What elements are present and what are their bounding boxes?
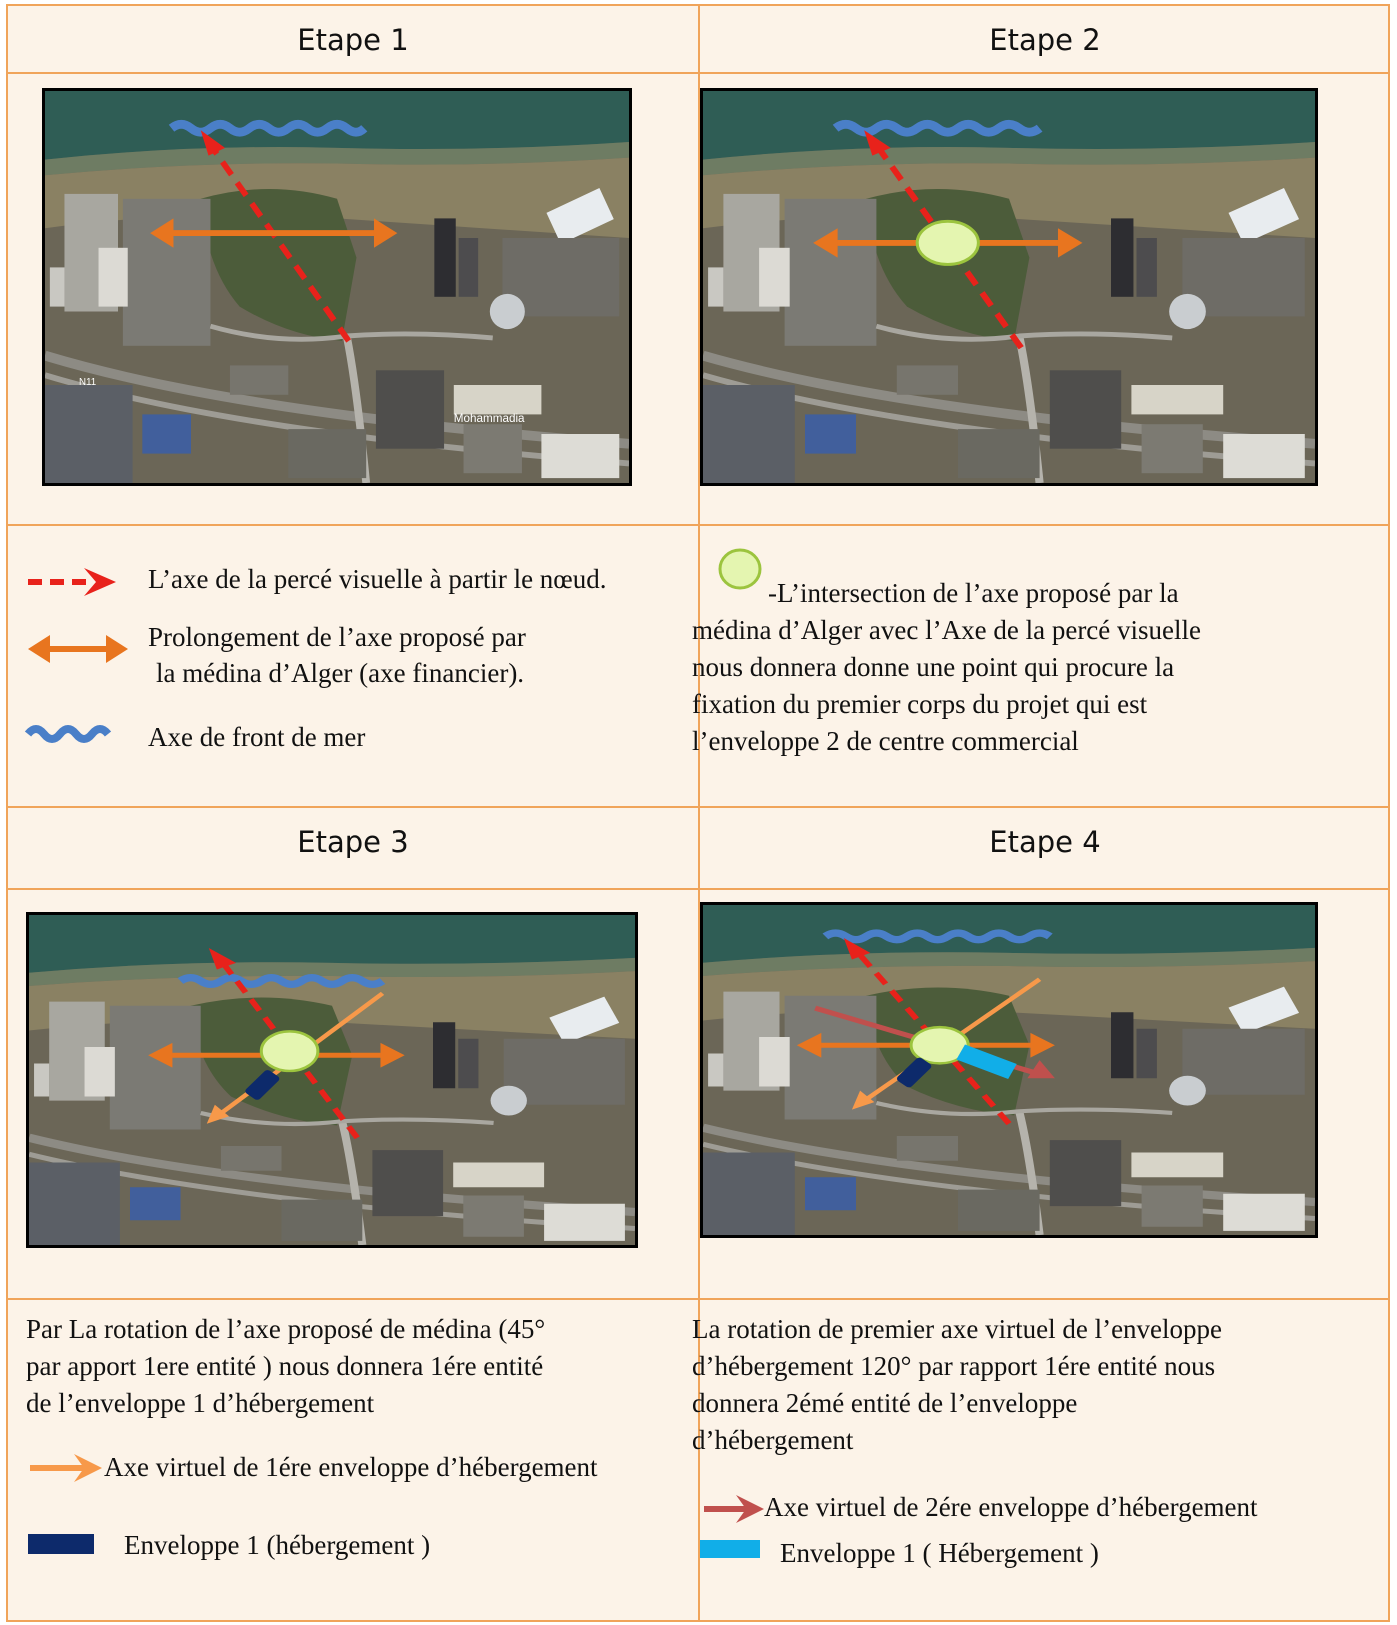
step-3-text-line-3: de l’enveloppe 1 d’hébergement (26, 1388, 375, 1418)
map-place-label: Mohammadia (454, 412, 525, 425)
step-3-title: Etape 3 (297, 825, 409, 859)
red-dashed-arrow-icon (28, 568, 116, 596)
step-3-text-line-1: Par La rotation de l’axe proposé de médi… (26, 1314, 546, 1344)
step-4-legend-axis: Axe virtuel de 2ére enveloppe d’hébergem… (764, 1492, 1258, 1522)
legend-visual-axis: L’axe de la percé visuelle à partir le n… (148, 564, 607, 594)
orange-double-arrow-icon (28, 635, 128, 663)
map-step-1: Mohammadia N11 (42, 88, 632, 486)
row-divider (8, 888, 1388, 890)
row-divider (8, 1298, 1388, 1300)
step-4-legend-envelope: Enveloppe 1 ( Hébergement ) (780, 1538, 1099, 1568)
step-2-text-line-3: nous donnera donne une point qui procure… (692, 652, 1175, 682)
legend-extension-line-2: la médina d’Alger (axe financier). (156, 658, 525, 688)
step-4-text-line-1: La rotation de premier axe virtuel de l’… (692, 1314, 1223, 1344)
step-4-text-line-3: donnera 2émé entité de l’enveloppe (692, 1388, 1078, 1418)
step-3-legend-axis: Axe virtuel de 1ére enveloppe d’hébergem… (104, 1452, 598, 1482)
green-node-icon (718, 548, 762, 590)
map-step-4 (700, 902, 1318, 1238)
map-route-label: N11 (79, 377, 96, 388)
row-divider (8, 72, 1388, 74)
legend-sea-front: Axe de front de mer (148, 722, 366, 752)
steps-table: Etape 1 Etape 2 Etape 3 Etape 4 Mohammad… (6, 4, 1390, 1622)
step-4-text-line-2: d’hébergement 120° par rapport 1ére enti… (692, 1351, 1216, 1381)
dark-red-arrow-icon (704, 1495, 764, 1523)
step-2-text-line-4: fixation du premier corps du projet qui … (692, 689, 1148, 719)
row-divider (8, 806, 1388, 808)
navy-rect-icon (28, 1534, 94, 1554)
cyan-rect-icon (700, 1540, 760, 1558)
row-divider (8, 524, 1388, 526)
blue-wave-icon (24, 725, 112, 743)
step-2-text-line-1: -L’intersection de l’axe proposé par la (768, 578, 1179, 608)
visual-axis (208, 143, 352, 343)
step-4-text-line-4: d’hébergement (692, 1425, 854, 1455)
legend-extension-line-1: Prolongement de l’axe proposé par (148, 622, 526, 652)
column-divider (698, 6, 700, 1620)
step-3-text-line-2: par apport 1ere entité ) nous donnera 1é… (26, 1351, 544, 1381)
map-step-2 (700, 88, 1318, 486)
step-2-title: Etape 2 (989, 23, 1101, 57)
step-3-legend-envelope: Enveloppe 1 (hébergement ) (124, 1530, 431, 1560)
step-2-text-line-2: médina d’Alger avec l’Axe de la percé vi… (692, 615, 1202, 645)
light-orange-arrow-icon (30, 1454, 102, 1482)
step-1-title: Etape 1 (297, 23, 409, 57)
sea-front-axis (168, 119, 368, 137)
step-2-text-line-5: l’enveloppe 2 de centre commercial (692, 726, 1079, 756)
step-4-title: Etape 4 (989, 825, 1101, 859)
intersection-node (915, 219, 980, 266)
map-step-3 (26, 912, 638, 1248)
